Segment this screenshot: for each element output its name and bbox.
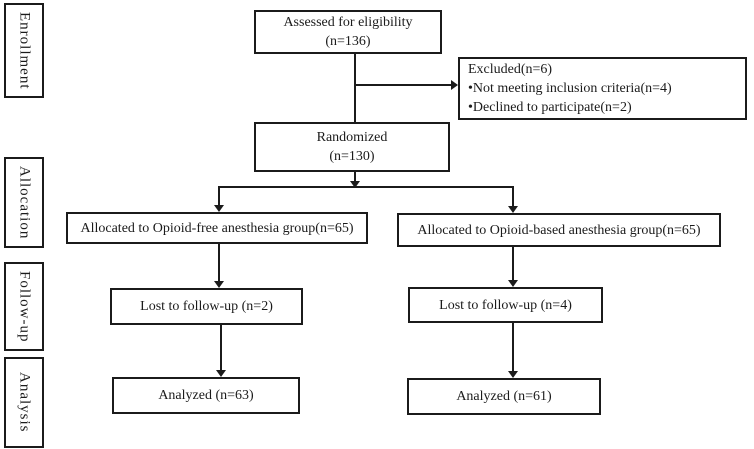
stage-label-enrollment: Enrollment	[4, 3, 44, 98]
stage-label-text: Analysis	[16, 372, 33, 433]
assessed-line1: Assessed for eligibility	[283, 15, 413, 30]
connector-lost-to-analyzed-right	[512, 323, 514, 372]
lost-to-follow-up-left-label: Lost to follow-up (n=2)	[140, 299, 273, 314]
analyzed-left-label: Analyzed (n=63)	[158, 388, 254, 403]
allocated-opioid-based-box: Allocated to Opioid-based anesthesia gro…	[397, 213, 721, 247]
stage-label-allocation: Allocation	[4, 157, 44, 248]
arrowhead-analyzed-right-icon	[508, 371, 518, 378]
arrowhead-lost-left-icon	[214, 281, 224, 288]
analyzed-right-label: Analyzed (n=61)	[456, 389, 552, 404]
connector-allocated-to-lost-left	[218, 244, 220, 282]
arrowhead-allocated-right-icon	[508, 206, 518, 213]
randomized-box: Randomized (n=130)	[254, 122, 450, 172]
connector-allocated-to-lost-right	[512, 247, 514, 281]
arrowhead-to-excluded-icon	[451, 80, 458, 90]
branch-horizontal-line	[219, 186, 514, 188]
allocated-opioid-free-label: Allocated to Opioid-free anesthesia grou…	[80, 220, 354, 236]
connector-to-excluded	[355, 84, 451, 86]
connector-randomized-to-branch	[354, 172, 356, 182]
randomized-line1: Randomized	[316, 130, 388, 145]
excluded-reason-1: •Not meeting inclusion criteria(n=4)	[468, 81, 672, 96]
connector-lost-to-analyzed-left	[220, 325, 222, 371]
lost-to-follow-up-right-box: Lost to follow-up (n=4)	[408, 287, 603, 323]
arrowhead-randomized-branch-icon	[350, 181, 360, 188]
analyzed-right-box: Analyzed (n=61)	[407, 378, 601, 415]
arrowhead-allocated-left-icon	[214, 205, 224, 212]
analyzed-left-box: Analyzed (n=63)	[112, 377, 300, 414]
excluded-title: Excluded(n=6)	[468, 62, 553, 77]
allocated-opioid-based-label: Allocated to Opioid-based anesthesia gro…	[417, 222, 701, 238]
stage-label-analysis: Analysis	[4, 357, 44, 448]
stage-label-text: Allocation	[16, 165, 33, 240]
stage-label-text: Follow-up	[16, 270, 33, 343]
excluded-box: Excluded(n=6) •Not meeting inclusion cri…	[458, 57, 747, 120]
connector-branch-to-allocated-right	[512, 186, 514, 207]
excluded-reason-2: •Declined to participate(n=2)	[468, 100, 632, 115]
connector-assessed-to-randomized	[354, 54, 356, 122]
arrowhead-lost-right-icon	[508, 280, 518, 287]
assessed-count: (n=136)	[325, 34, 371, 49]
stage-label-follow-up: Follow-up	[4, 262, 44, 351]
lost-to-follow-up-right-label: Lost to follow-up (n=4)	[439, 297, 572, 313]
stage-label-text: Enrollment	[16, 11, 33, 90]
arrowhead-analyzed-left-icon	[216, 370, 226, 377]
connector-branch-to-allocated-left	[218, 186, 220, 206]
assessed-for-eligibility-box: Assessed for eligibility (n=136)	[254, 10, 442, 54]
lost-to-follow-up-left-box: Lost to follow-up (n=2)	[110, 288, 303, 325]
randomized-count: (n=130)	[329, 149, 375, 164]
allocated-opioid-free-box: Allocated to Opioid-free anesthesia grou…	[66, 212, 368, 244]
